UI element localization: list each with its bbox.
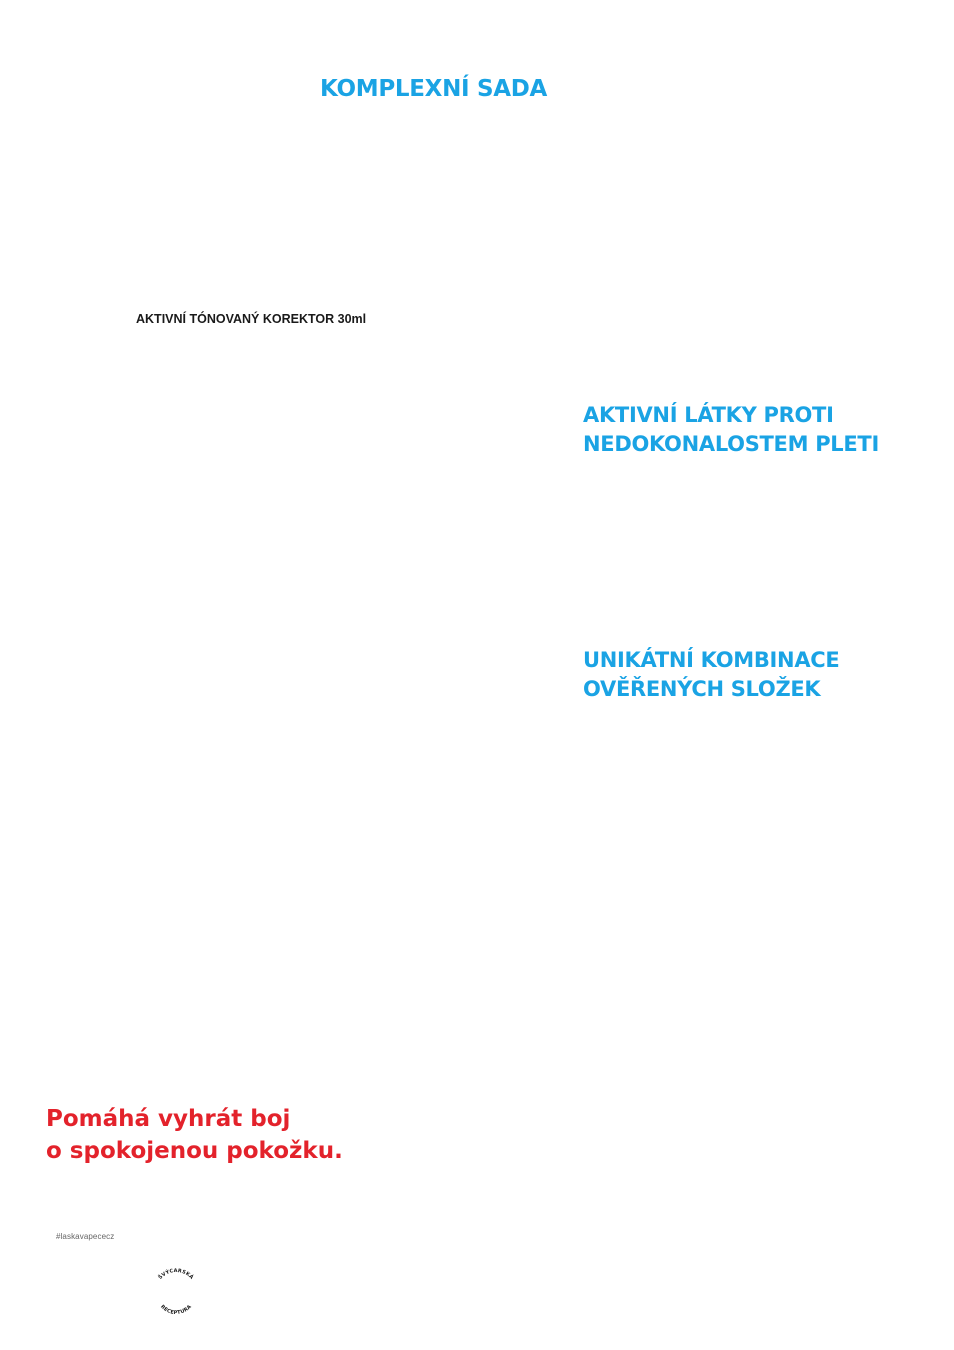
feature-heading-active-ingredients: AKTIVNÍ LÁTKY PROTI NEDOKONALOSTEM PLETI (583, 401, 923, 459)
tagline: Pomáhá vyhrát boj o spokojenou pokožku. (46, 1103, 466, 1167)
feature-heading-line: OVĚŘENÝCH SLOŽEK (583, 677, 821, 701)
page-title: KOMPLEXNÍ SADA (320, 76, 548, 102)
seal-badge-graphic: ŠVÝCARSKÁ RECEPTURA (157, 1268, 195, 1316)
feature-heading-unique-combination: UNIKÁTNÍ KOMBINACE OVĚŘENÝCH SLOŽEK (583, 646, 923, 704)
seal-bottom-text: RECEPTURA (159, 1304, 193, 1316)
feature-heading-line: UNIKÁTNÍ KOMBINACE (583, 648, 840, 672)
tagline-line: o spokojenou pokožku. (46, 1138, 343, 1164)
svg-text:ŠVÝCARSKÁ: ŠVÝCARSKÁ (157, 1268, 195, 1281)
hashtag-label: #laskavapececz (56, 1232, 115, 1241)
svg-text:RECEPTURA: RECEPTURA (159, 1304, 193, 1316)
feature-heading-line: NEDOKONALOSTEM PLETI (583, 432, 879, 456)
tagline-line: Pomáhá vyhrát boj (46, 1106, 291, 1132)
seal-top-text: ŠVÝCARSKÁ (157, 1268, 195, 1281)
swiss-recipe-seal-badge: ŠVÝCARSKÁ RECEPTURA (148, 1264, 204, 1320)
feature-heading-line: AKTIVNÍ LÁTKY PROTI (583, 403, 834, 427)
product-name-label: AKTIVNÍ TÓNOVANÝ KOREKTOR 30ml (136, 312, 367, 326)
